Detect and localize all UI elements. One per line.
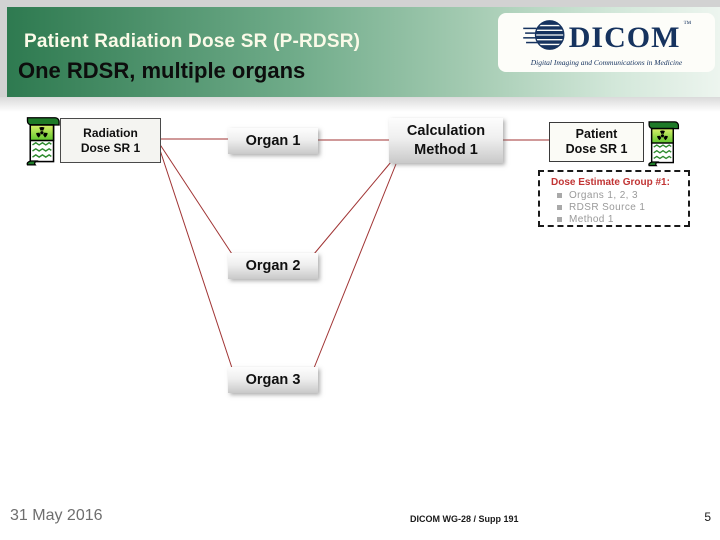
dose-estimate-group-box: Dose Estimate Group #1: Organs 1, 2, 3 R… — [538, 170, 690, 227]
slide-subtitle: One RDSR, multiple organs — [18, 58, 306, 83]
footer-date: 31 May 2016 — [10, 507, 103, 524]
page-number: 5 — [704, 510, 711, 524]
node-organ-3: Organ 3 — [228, 367, 318, 393]
node-label: Radiation — [83, 125, 138, 140]
node-label: Method 1 — [414, 141, 478, 158]
node-calculation-method-1: Calculation Method 1 — [389, 118, 503, 163]
dose-estimate-group-title: Dose Estimate Group #1: — [551, 177, 670, 188]
node-label: Dose SR 1 — [565, 142, 628, 156]
bullet-icon — [557, 205, 562, 210]
dicom-wordmark: DICOM — [568, 20, 681, 54]
slide-title: Patient Radiation Dose SR (P-RDSR) — [24, 31, 361, 52]
node-organ-1: Organ 1 — [228, 128, 318, 154]
node-label: Calculation — [406, 122, 486, 139]
node-label: Organ 1 — [245, 132, 301, 149]
list-item: RDSR Source 1 — [557, 202, 688, 213]
header-shadow — [0, 97, 720, 112]
node-label: Organ 3 — [245, 371, 301, 388]
node-radiation-dose-sr-1: Radiation Dose SR 1 — [60, 118, 161, 163]
rdsr-document-icon — [24, 115, 62, 166]
patient-dose-document-icon — [646, 119, 681, 167]
list-item: Organs 1, 2, 3 — [557, 190, 688, 201]
bullet-icon — [557, 217, 562, 222]
footer-document-reference: DICOM WG-28 / Supp 191 — [410, 514, 519, 524]
dicom-globe-icon — [522, 18, 566, 57]
bullet-icon — [557, 193, 562, 198]
trademark-symbol: ™ — [683, 19, 692, 28]
node-label: Dose SR 1 — [80, 140, 141, 155]
dicom-logo: DICOM ™ Digital Imaging and Communicatio… — [498, 13, 715, 72]
list-item: Method 1 — [557, 214, 688, 225]
node-organ-2: Organ 2 — [228, 253, 318, 279]
node-patient-dose-sr-1: Patient Dose SR 1 — [549, 122, 644, 162]
dicom-tagline: Digital Imaging and Communications in Me… — [530, 58, 683, 67]
node-label: Patient — [575, 127, 618, 141]
node-label: Organ 2 — [245, 257, 301, 274]
